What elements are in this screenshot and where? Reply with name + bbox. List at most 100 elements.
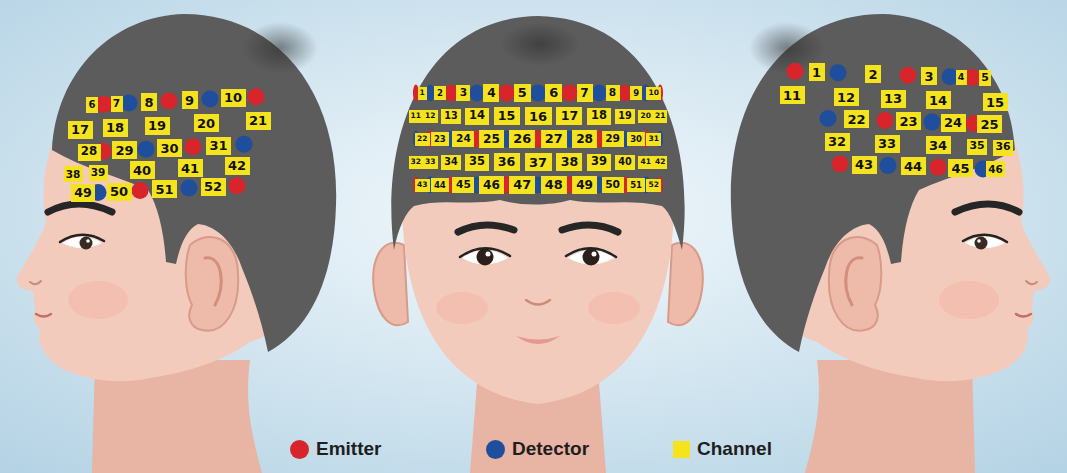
hair-shade <box>500 22 580 66</box>
channel-box: 33 <box>423 156 438 169</box>
channel-box: 2 <box>865 65 881 83</box>
channel-box: 18 <box>587 108 611 125</box>
channel-box: 9 <box>182 91 198 109</box>
channel-box: 36 <box>494 153 520 171</box>
channel-box: 34 <box>441 155 461 170</box>
channel-number: 9 <box>185 94 194 107</box>
emitter-optode <box>832 155 849 172</box>
channel-box: 35 <box>967 139 987 155</box>
detector-optode <box>820 110 837 127</box>
channel-number: 17 <box>561 110 579 123</box>
legend-item: Channel <box>673 437 772 461</box>
channel-number: 15 <box>986 96 1004 109</box>
channel-number: 11 <box>783 89 801 102</box>
channel-number: 9 <box>633 89 639 98</box>
channel-box: 14 <box>465 108 489 125</box>
channel-box: 44 <box>431 178 449 192</box>
channel-number: 50 <box>110 185 128 198</box>
channel-box: 34 <box>926 136 951 154</box>
channel-number: 3 <box>460 88 467 99</box>
detector-optode <box>138 141 155 158</box>
channel-number: 31 <box>649 135 659 143</box>
channel-number: 17 <box>71 123 89 136</box>
emitter-optode <box>132 182 149 199</box>
channel-box: 50 <box>602 177 624 193</box>
channel-number: 5 <box>518 87 527 100</box>
channel-number: 25 <box>483 133 500 145</box>
emitter-optode <box>248 88 265 105</box>
channel-number: 38 <box>561 156 579 169</box>
channel-box: 37 <box>525 153 552 171</box>
channel-box: 27 <box>541 130 567 148</box>
channel-number: 50 <box>605 180 620 191</box>
channel-number: 39 <box>91 167 106 178</box>
channel-number: 10 <box>649 89 659 97</box>
channel-box: 16 <box>525 107 552 125</box>
detector-optode <box>469 85 484 102</box>
channel-box: 33 <box>875 135 900 153</box>
channel-number: 6 <box>549 87 558 100</box>
channel-box: 49 <box>71 184 95 202</box>
channel-number: 6 <box>88 100 95 110</box>
detector-optode <box>924 114 941 131</box>
eyebrow <box>458 225 514 232</box>
channel-number: 42 <box>655 158 665 166</box>
emitter-optode <box>229 177 246 194</box>
channel-number: 28 <box>81 146 97 158</box>
channel-box: 1 <box>809 63 825 81</box>
right-head <box>731 14 1050 473</box>
channel-box: 30 <box>627 132 645 146</box>
channel-number: 35 <box>969 141 984 152</box>
channel-number: 52 <box>649 181 659 189</box>
legend-item: Emitter <box>290 437 381 461</box>
emitter-optode <box>930 159 947 176</box>
cheek <box>436 292 488 324</box>
channel-number: 38 <box>66 169 81 180</box>
channel-box: 4 <box>956 70 967 85</box>
channel-number: 14 <box>929 94 947 107</box>
channel-box: 11 <box>409 110 423 123</box>
channel-number: 35 <box>469 156 485 167</box>
detector-optode <box>121 95 138 112</box>
emitter-optode <box>161 93 178 110</box>
iris <box>583 249 600 266</box>
channel-box: 25 <box>479 130 504 148</box>
channel-number: 30 <box>630 135 642 144</box>
channel-box: 32 <box>409 156 423 169</box>
channel-number: 31 <box>209 139 227 152</box>
channel-box: 23 <box>431 132 449 146</box>
channel-number: 47 <box>513 179 531 192</box>
detector-optode <box>830 64 847 81</box>
channel-number: 44 <box>904 160 922 173</box>
channel-box: 2 <box>434 86 446 100</box>
channel-number: 19 <box>148 119 166 132</box>
eyebrow <box>562 225 618 232</box>
channel-box: 42 <box>653 156 667 169</box>
channel-box: 15 <box>494 107 520 125</box>
channel-box: 22 <box>844 110 869 128</box>
channel-box: 38 <box>556 153 582 171</box>
channel-number: 20 <box>641 112 651 120</box>
left-head <box>17 14 336 473</box>
channel-number: 46 <box>988 164 1003 175</box>
detector-optode <box>592 85 607 102</box>
channel-number: 43 <box>855 158 873 171</box>
ear <box>373 243 408 325</box>
channel-number: 36 <box>498 156 516 169</box>
channel-number: 46 <box>483 179 500 191</box>
eyelash <box>566 248 616 257</box>
channel-box: 3 <box>921 67 937 85</box>
detector-optode <box>236 136 253 153</box>
legend-swatch <box>290 440 309 459</box>
channel-box: 51 <box>627 178 645 192</box>
channel-box: 15 <box>983 93 1008 111</box>
channel-number: 1 <box>420 89 425 97</box>
channel-number: 40 <box>133 164 151 177</box>
channel-number: 2 <box>868 68 877 81</box>
emitter-optode <box>561 85 577 102</box>
channel-number: 10 <box>224 91 242 104</box>
channel-number: 23 <box>899 115 917 128</box>
channel-box: 52 <box>201 178 226 196</box>
channel-box: 23 <box>896 112 921 130</box>
